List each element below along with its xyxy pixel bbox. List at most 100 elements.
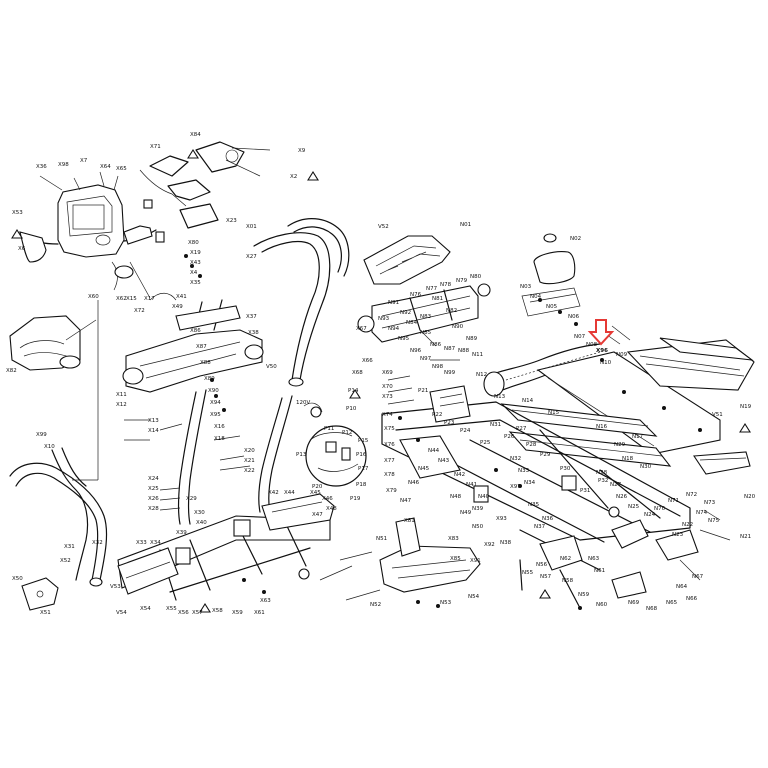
part-label-n67: N67 [692, 574, 704, 580]
part-label-x91: X91 [470, 558, 481, 564]
part-label-v51: V51 [712, 412, 723, 418]
part-label-n87: N87 [444, 346, 456, 352]
part-label-x14: X14 [148, 428, 159, 434]
part-label-p30: P30 [560, 466, 571, 472]
part-label-x63: X63 [260, 598, 271, 604]
side-rails [500, 403, 751, 475]
part-label-x94: X94 [210, 400, 221, 406]
motor-hood [363, 235, 451, 285]
part-label-n79: N79 [456, 278, 468, 284]
part-label-n50: N50 [472, 524, 484, 530]
part-label-x85: X85 [450, 556, 461, 562]
part-label-n76: N76 [410, 292, 422, 298]
part-label-n11: N11 [472, 352, 483, 358]
part-label-n52: N52 [370, 602, 381, 608]
part-label-n85: N85 [420, 330, 432, 336]
part-label-x10: X10 [44, 444, 55, 450]
part-label-x78: X78 [384, 472, 395, 478]
part-label-x93: X93 [496, 516, 507, 522]
part-label-v50: V50 [266, 364, 277, 370]
part-label-x46: X46 [322, 496, 333, 502]
incline-assembly [379, 517, 601, 609]
part-label-x72: X72 [134, 308, 145, 314]
part-label-x28: X28 [148, 506, 159, 512]
part-label-x01: X01 [246, 224, 257, 230]
part-label-p12: P12 [342, 430, 352, 436]
part-label-n57: N57 [540, 574, 552, 580]
highlighted-part-label: X96 [596, 348, 608, 354]
part-label-n71: N71 [668, 498, 679, 504]
part-label-n90: N90 [452, 324, 464, 330]
part-label-p21: P21 [418, 388, 428, 394]
leader-lines [65, 300, 731, 601]
part-label-n49: N49 [460, 510, 472, 516]
part-label-n99: N99 [444, 370, 456, 376]
part-label-x61: X61 [254, 610, 265, 616]
part-label-x87: X87 [196, 344, 207, 350]
part-label-x57: X57 [192, 610, 203, 616]
highlight-arrow [587, 319, 615, 346]
part-label-n61: N61 [594, 568, 605, 574]
part-label-n59: N59 [578, 592, 590, 598]
part-label-x40: X40 [196, 520, 207, 526]
electrical-detail-callout [303, 402, 367, 487]
part-label-n84: N84 [406, 320, 418, 326]
part-label-p10: P10 [346, 406, 357, 412]
part-label-p31: P31 [580, 488, 590, 494]
part-label-n23: N23 [672, 532, 684, 538]
part-label-x20: X20 [244, 448, 255, 454]
part-label-n40: N40 [478, 494, 490, 500]
part-label-x54: X54 [140, 606, 151, 612]
part-label-x82: X82 [6, 368, 17, 374]
part-label-n33: N33 [518, 468, 530, 474]
part-label-x90: X90 [208, 388, 219, 394]
control-boards-top [149, 141, 271, 229]
part-label-x29: X29 [186, 496, 197, 502]
part-label-x49: X49 [172, 304, 183, 310]
part-label-p18: P18 [356, 482, 367, 488]
part-label-n36: N36 [542, 516, 554, 522]
warning-icon [11, 228, 23, 239]
part-label-n77: N77 [426, 286, 438, 292]
part-label-n04: N04 [530, 294, 542, 300]
part-label-x59: X59 [232, 610, 243, 616]
part-label-x80: X80 [188, 240, 199, 246]
part-label-x13: X13 [148, 418, 159, 424]
part-label-x64: X64 [100, 164, 111, 170]
part-label-x51: X51 [40, 610, 51, 616]
part-label-n69: N69 [628, 600, 640, 606]
part-label-x77: X77 [384, 458, 395, 464]
part-label-p29: P29 [540, 452, 551, 458]
part-label-n06: N06 [568, 314, 580, 320]
part-label-x81: X81 [404, 518, 415, 524]
part-label-x4: X4 [190, 270, 198, 276]
part-label-n02: N02 [570, 236, 581, 242]
part-label-n43: N43 [438, 458, 450, 464]
part-label-n45: N45 [418, 466, 430, 472]
part-label-n96: N96 [410, 348, 422, 354]
part-label-n30: N30 [640, 464, 652, 470]
part-label-p27: P27 [516, 426, 527, 432]
part-label-x7: X7 [80, 158, 88, 164]
part-label-p22: P22 [432, 412, 442, 418]
part-label-x56: X56 [178, 610, 189, 616]
part-label-x25: X25 [148, 486, 159, 492]
part-label-p26: P26 [504, 434, 515, 440]
part-label-x39: X39 [176, 530, 187, 536]
part-label-n75: N75 [708, 518, 720, 524]
part-label-n64: N64 [676, 584, 688, 590]
warning-triangles [11, 148, 751, 613]
running-deck [536, 337, 755, 455]
part-label-x76: X76 [384, 442, 395, 448]
main-base-frame [381, 385, 699, 599]
part-label-x74: X74 [382, 412, 393, 418]
part-label-x98: X98 [58, 162, 69, 168]
part-label-v52: V52 [378, 224, 389, 230]
part-label-n17: N17 [632, 434, 644, 440]
part-label-x33: X33 [136, 540, 147, 546]
warning-icon [199, 602, 211, 613]
part-label-x12: X12 [116, 402, 127, 408]
part-label-x62: X62 [116, 296, 127, 302]
part-label-n31: N31 [490, 422, 501, 428]
part-label-n38: N38 [500, 540, 512, 546]
